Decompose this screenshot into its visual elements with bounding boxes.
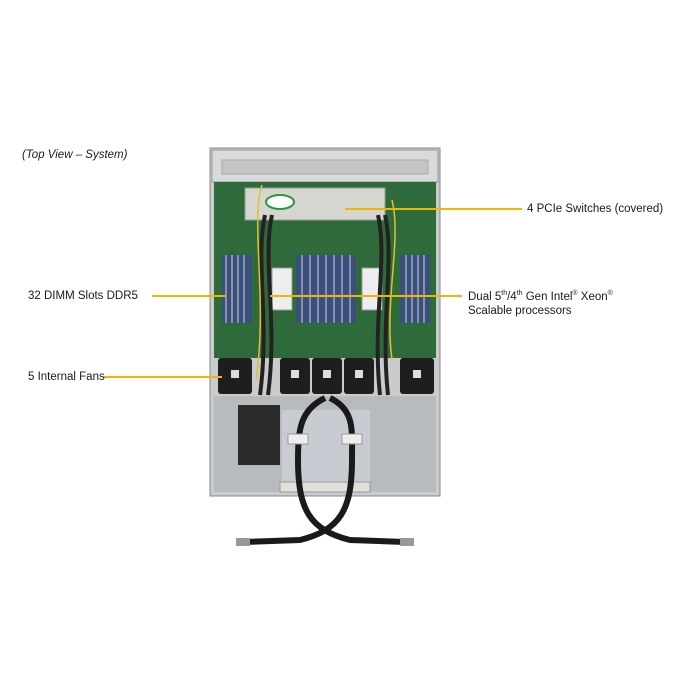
liquid-cooling-hoses xyxy=(244,395,406,545)
label-dimm-slots: 32 DIMM Slots DDR5 xyxy=(28,290,138,302)
dimm-bank-right xyxy=(400,255,430,323)
cpu-sup: ® xyxy=(572,290,578,298)
rear-handle-bar xyxy=(279,481,371,493)
power-wires xyxy=(255,184,396,381)
hose-clamp-left xyxy=(287,433,309,445)
cpu-text: /4 xyxy=(507,291,517,303)
label-pcie-switches: 4 PCIe Switches (covered) xyxy=(527,203,664,215)
cpu-sup: th xyxy=(501,290,508,298)
label-processors: Dual 5th/4th Gen Intel® Xeon® Scalable p… xyxy=(468,290,613,318)
cpu-sup: th xyxy=(516,290,523,298)
rear-io-board xyxy=(238,405,280,465)
label-fans: 5 Internal Fans xyxy=(28,371,105,383)
dimm-module-dividers xyxy=(225,255,425,323)
cooling-manifold-plate xyxy=(282,410,370,486)
cpu-text: Dual 5 xyxy=(468,291,502,303)
dimm-bank-left xyxy=(222,255,252,323)
fan-direction-labels xyxy=(231,370,421,378)
front-panel-inset xyxy=(221,159,429,175)
cpu-text-line2: Scalable processors xyxy=(468,305,572,317)
hose-clamp-right xyxy=(341,433,363,445)
cpu-1 xyxy=(271,267,293,311)
cpu-sup: ® xyxy=(607,290,613,298)
cpu-text: Xeon xyxy=(577,291,608,303)
view-caption: (Top View – System) xyxy=(22,149,128,161)
leader-lines xyxy=(103,208,522,378)
cpu-text: Gen Intel xyxy=(522,291,573,303)
cable-bundles xyxy=(258,214,391,396)
brand-logo-badge xyxy=(265,194,295,210)
hose-connector-right xyxy=(400,538,414,546)
hose-connector-left xyxy=(236,538,250,546)
